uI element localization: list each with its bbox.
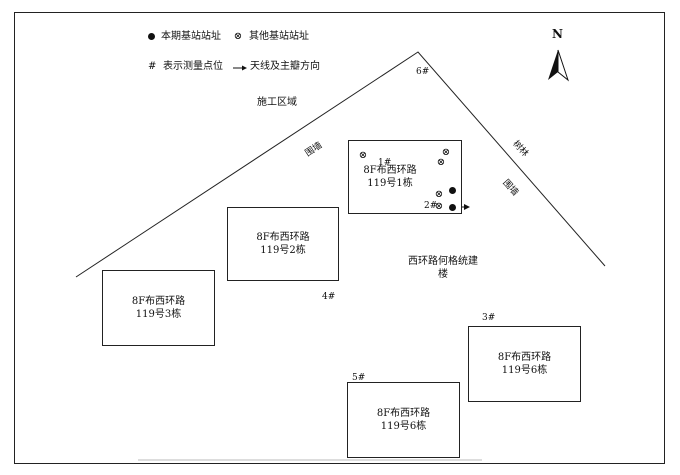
point-4: 4# xyxy=(322,292,336,302)
point-3: 3# xyxy=(482,313,496,323)
legend-other-station-label: 其他基站站址 xyxy=(249,31,309,42)
legend-measure-point-label: 表示测量点位 xyxy=(163,61,223,72)
building-6-right-line1: 8F布西环路 xyxy=(497,352,552,363)
legend-antenna-direction-label: 天线及主瓣方向 xyxy=(250,61,320,72)
building-3: 8F布西环路 119号3栋 xyxy=(102,270,215,346)
building-6-right-label: 8F布西环路 119号6栋 xyxy=(469,351,580,377)
building-6-bottom-label: 8F布西环路 119号6栋 xyxy=(348,407,459,433)
legend-hash-symbol: # xyxy=(148,61,157,72)
building-6-right-line2: 119号6栋 xyxy=(501,365,548,376)
antenna-arrowhead-right xyxy=(464,204,470,210)
construction-area-label: 施工区域 xyxy=(257,97,297,108)
legend-this-station-label: 本期基站站址 xyxy=(161,31,221,42)
other-site-icon: ⊗ xyxy=(358,150,368,161)
north-arrow-icon xyxy=(548,49,570,82)
other-site-icon: ⊗ xyxy=(434,189,444,200)
building-3-line2: 119号3栋 xyxy=(135,309,182,320)
other-site-icon: ⊗ xyxy=(441,147,451,158)
map-frame xyxy=(14,12,665,464)
building-1-line2: 119号1栋 xyxy=(367,178,413,189)
building-2-line1: 8F布西环路 xyxy=(256,232,310,243)
point-5: 5# xyxy=(352,373,366,383)
building-2: 8F布西环路 119号2栋 xyxy=(227,207,339,281)
hege-building-label: 西环路何格统建 楼 xyxy=(398,255,488,281)
building-6-bottom-line1: 8F布西环路 xyxy=(376,408,431,419)
other-site-icon: ⊗ xyxy=(436,157,446,168)
building-2-label: 8F布西环路 119号2栋 xyxy=(228,231,338,257)
legend-this-station-icon xyxy=(148,33,155,40)
building-2-line2: 119号2栋 xyxy=(260,245,306,256)
building-3-label: 8F布西环路 119号3栋 xyxy=(103,295,214,321)
hege-building-line1: 西环路何格统建 xyxy=(408,256,478,267)
point-6: 6# xyxy=(416,67,430,77)
building-1-line1: 8F布西环路 xyxy=(363,165,417,176)
north-label: N xyxy=(552,27,563,41)
legend-other-station-icon: ⊗ xyxy=(233,31,243,42)
point-1: 1# xyxy=(378,158,392,168)
this-station-icon xyxy=(449,204,456,211)
building-1-label: 8F布西环路 119号1栋 xyxy=(349,164,431,190)
other-site-icon: ⊗ xyxy=(434,201,444,212)
building-6-bottom-line2: 119号6栋 xyxy=(380,421,427,432)
point-2: 2# xyxy=(424,201,438,211)
building-6-right: 8F布西环路 119号6栋 xyxy=(468,326,581,402)
building-1: 8F布西环路 119号1栋 xyxy=(348,140,462,214)
this-station-icon xyxy=(449,187,456,194)
boundary-wall xyxy=(75,51,606,278)
hege-building-line2: 楼 xyxy=(438,269,448,280)
building-3-line1: 8F布西环路 xyxy=(131,296,186,307)
building-6-bottom: 8F布西环路 119号6栋 xyxy=(347,382,460,458)
